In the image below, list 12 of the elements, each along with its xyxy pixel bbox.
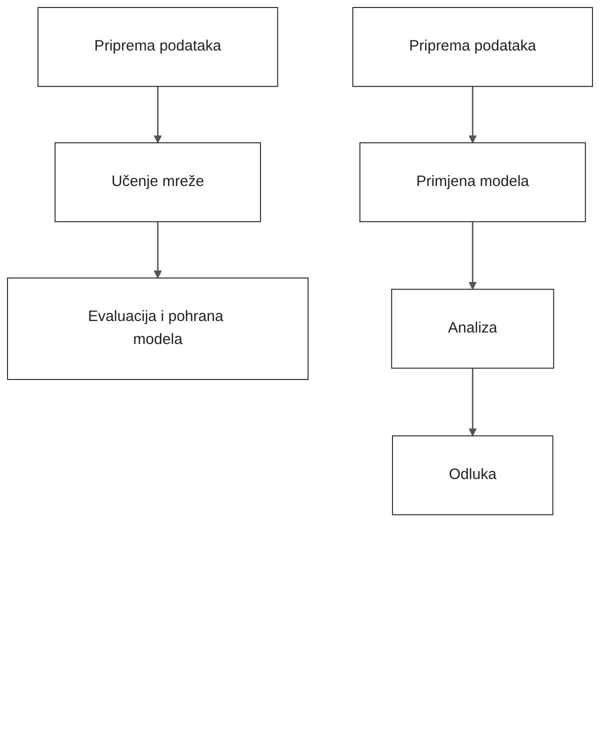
node-box: Priprema podataka	[352, 7, 593, 87]
arrow	[468, 86, 477, 144]
node-box: Priprema podataka	[37, 7, 278, 87]
arrow	[468, 222, 477, 290]
node-box: Evaluacija i pohrana modela	[7, 278, 309, 380]
node-box: Učenje mreže	[54, 142, 261, 222]
arrow	[468, 368, 477, 436]
arrow	[154, 222, 162, 278]
node-box: Analiza	[391, 288, 554, 369]
node-box: Odluka	[392, 435, 554, 516]
node-box: Primjena modela	[359, 142, 586, 222]
arrow	[154, 86, 162, 144]
